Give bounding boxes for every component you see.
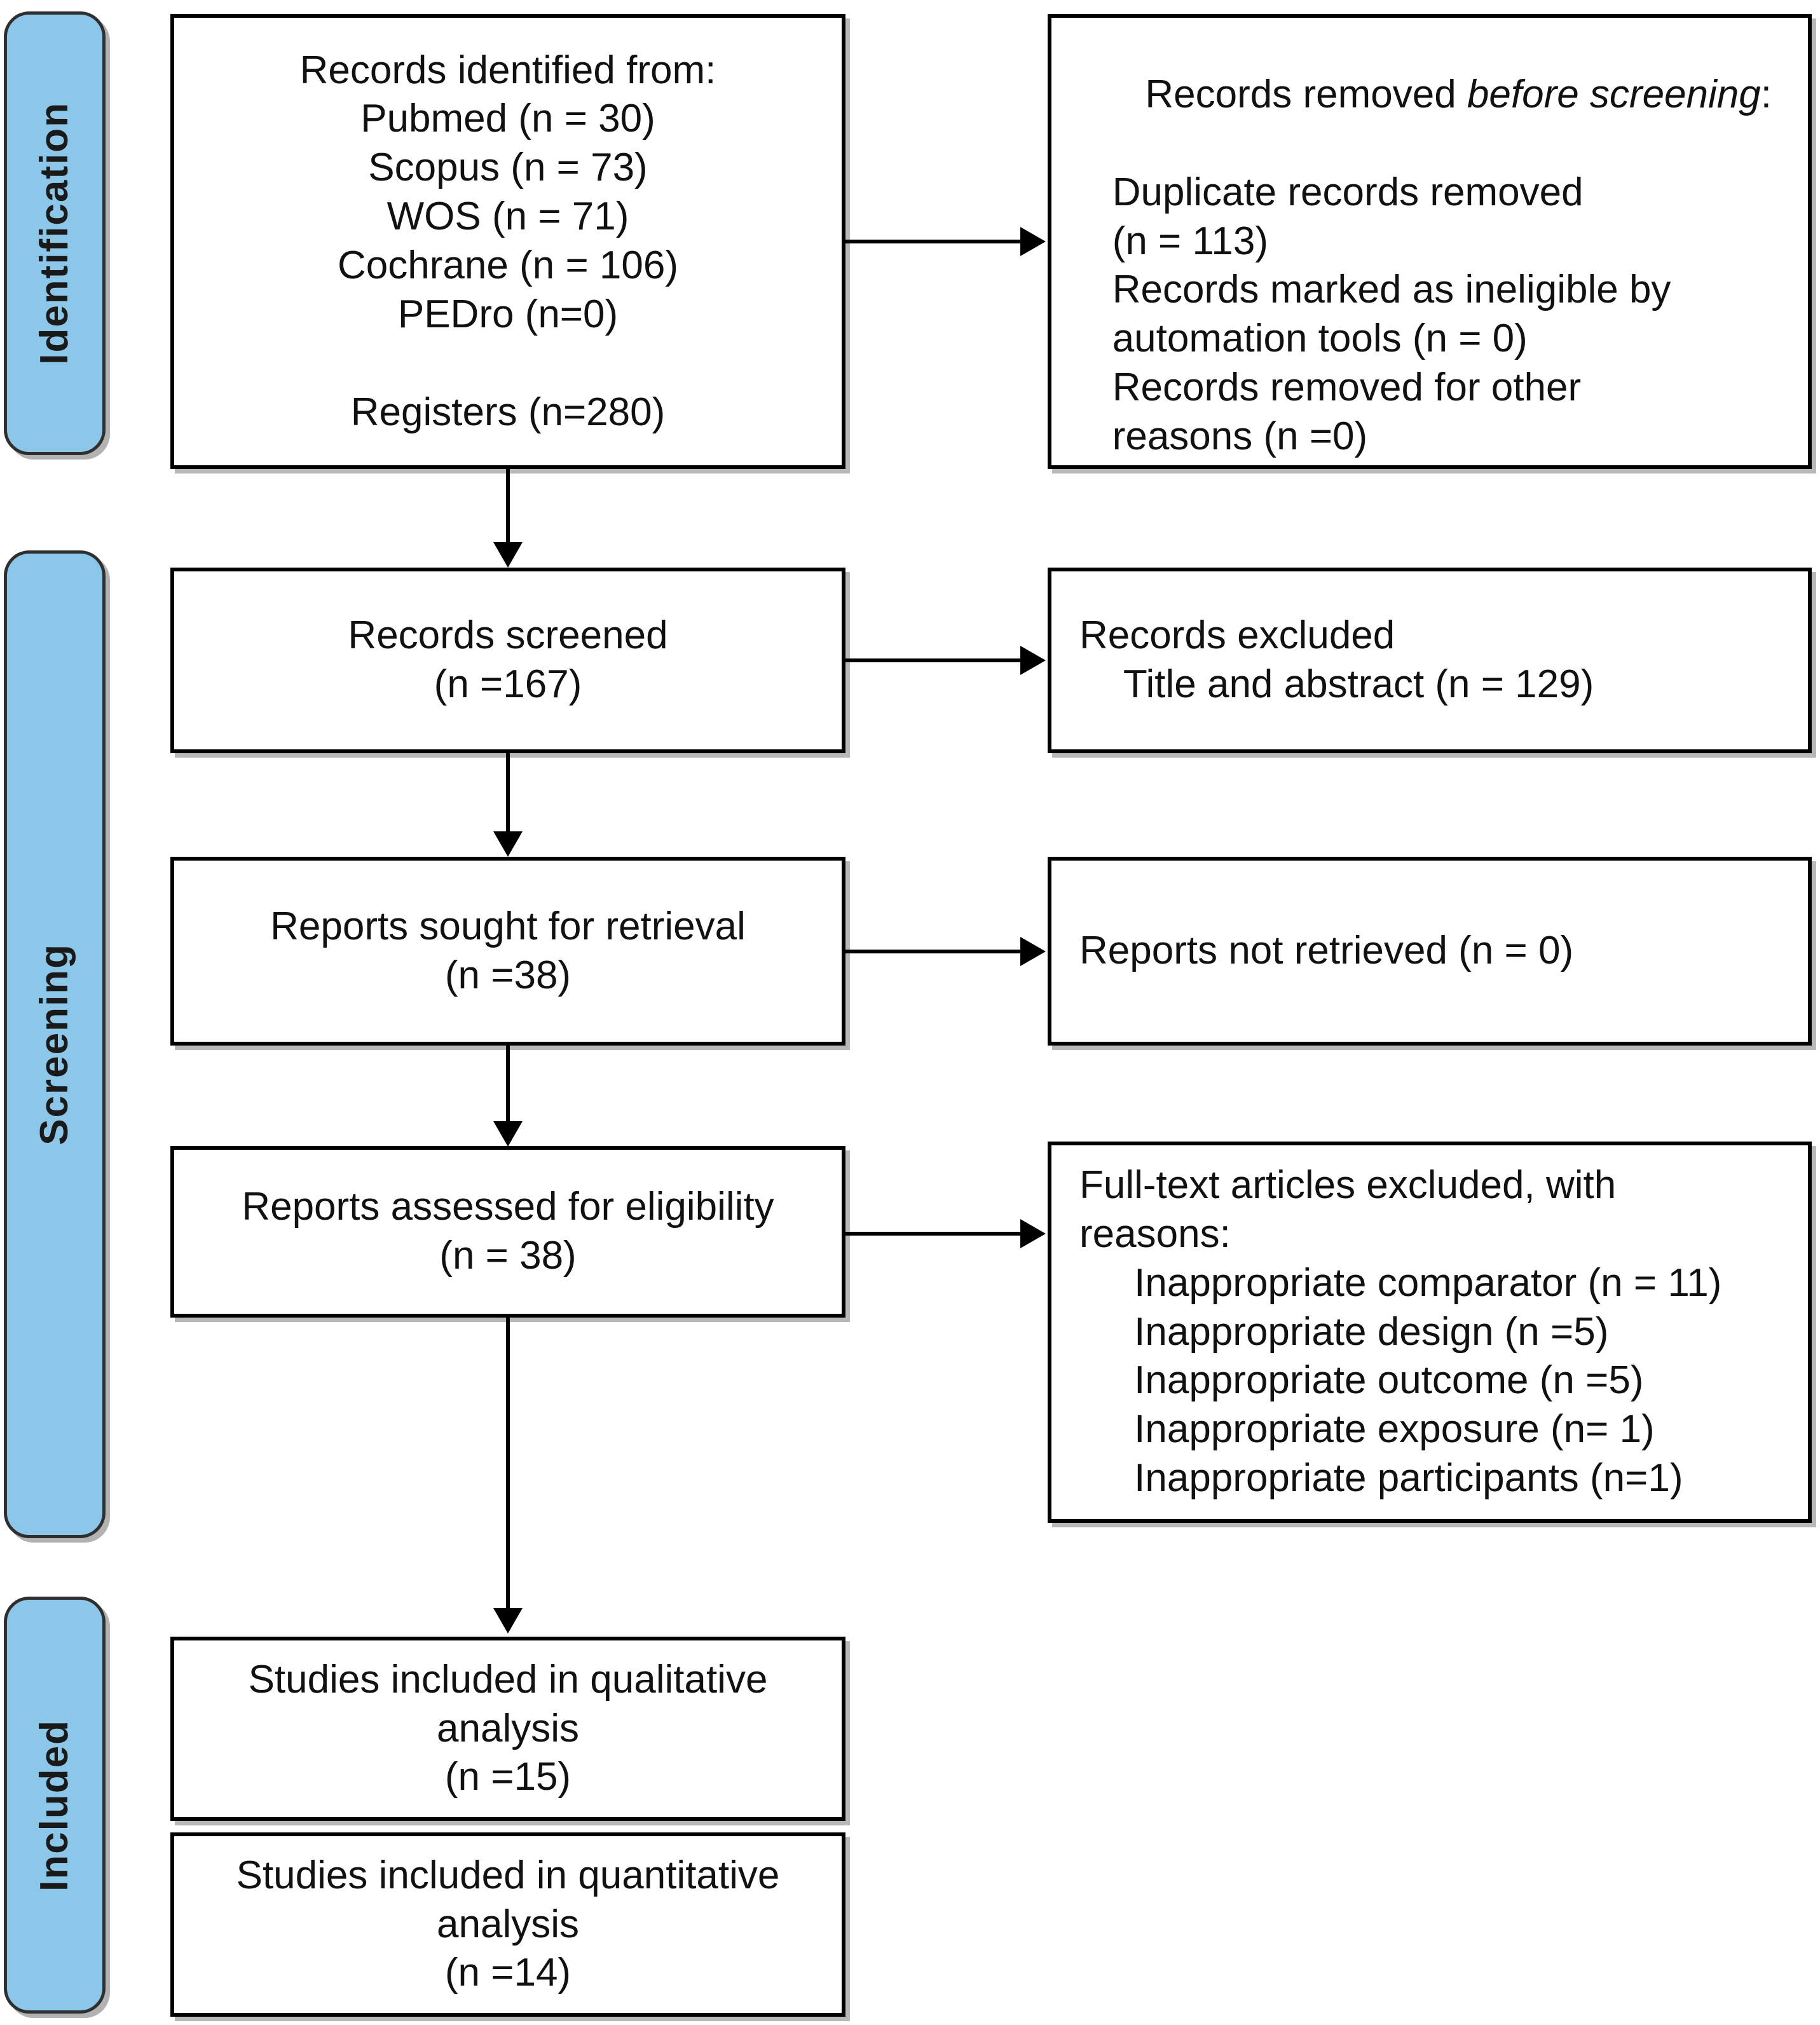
box-records-excluded-text: Records excluded Title and abstract (n =… xyxy=(1079,613,1594,706)
arrowhead-assessed-to-qualitative xyxy=(493,1608,523,1633)
connector-identified-to-removed xyxy=(845,240,1020,243)
box-records-excluded: Records excluded Title and abstract (n =… xyxy=(1048,568,1812,753)
arrowhead-identified-to-screened xyxy=(493,542,523,568)
stage-label-identification: Identification xyxy=(32,102,76,365)
box-records-removed-heading: Records removed before screening: xyxy=(1051,22,1808,168)
box-reports-sought: Reports sought for retrieval (n =38) xyxy=(170,857,845,1046)
connector-sought-to-not-retrieved xyxy=(845,950,1020,953)
box-records-removed-body: Duplicate records removed (n = 113) Reco… xyxy=(1112,170,1671,459)
connector-identified-to-screened xyxy=(506,469,510,544)
box-fulltext-excluded: Full-text articles excluded, with reason… xyxy=(1048,1142,1812,1523)
arrowhead-sought-to-not-retrieved xyxy=(1020,937,1046,966)
box-studies-qualitative-text: Studies included in qualitative analysis… xyxy=(248,1657,768,1799)
box-reports-assessed-text: Reports assessed for eligibility (n = 38… xyxy=(242,1185,774,1278)
box-records-removed: Records removed before screening: Duplic… xyxy=(1048,14,1812,469)
arrowhead-screened-to-excluded xyxy=(1020,646,1046,675)
box-records-screened-text: Records screened (n =167) xyxy=(348,613,668,706)
box-reports-assessed: Reports assessed for eligibility (n = 38… xyxy=(170,1146,845,1318)
arrowhead-sought-to-assessed xyxy=(493,1121,523,1147)
connector-assessed-to-fulltext xyxy=(845,1232,1020,1236)
arrowhead-screened-to-sought xyxy=(493,831,523,857)
box-reports-not-retrieved: Reports not retrieved (n = 0) xyxy=(1048,857,1812,1046)
connector-screened-to-sought xyxy=(506,753,510,833)
stage-pill-identification: Identification xyxy=(4,11,106,455)
box-records-identified: Records identified from: Pubmed (n = 30)… xyxy=(170,14,845,469)
box-studies-quantitative-text: Studies included in quantitative analysi… xyxy=(236,1853,780,1995)
box-reports-not-retrieved-text: Reports not retrieved (n = 0) xyxy=(1079,929,1574,973)
box-records-removed-heading-colon: : xyxy=(1760,72,1772,116)
arrowhead-assessed-to-fulltext xyxy=(1020,1219,1046,1248)
connector-assessed-to-qualitative xyxy=(506,1318,510,1610)
box-studies-qualitative: Studies included in qualitative analysis… xyxy=(170,1637,845,1821)
stage-pill-included: Included xyxy=(4,1597,106,2014)
box-records-removed-heading-italic: before screening xyxy=(1467,72,1761,116)
box-reports-sought-text: Reports sought for retrieval (n =38) xyxy=(270,904,746,997)
box-records-removed-heading-plain: Records removed xyxy=(1145,72,1467,116)
stage-label-screening: Screening xyxy=(32,943,76,1145)
box-records-identified-text: Records identified from: Pubmed (n = 30)… xyxy=(299,48,716,434)
connector-sought-to-assessed xyxy=(506,1046,510,1123)
connector-screened-to-excluded xyxy=(845,658,1020,662)
box-fulltext-excluded-text: Full-text articles excluded, with reason… xyxy=(1079,1162,1722,1501)
box-studies-quantitative: Studies included in quantitative analysi… xyxy=(170,1832,845,2017)
arrowhead-identified-to-removed xyxy=(1020,227,1046,256)
stage-label-included: Included xyxy=(32,1719,76,1892)
stage-pill-screening: Screening xyxy=(4,550,106,1538)
box-records-screened: Records screened (n =167) xyxy=(170,568,845,753)
